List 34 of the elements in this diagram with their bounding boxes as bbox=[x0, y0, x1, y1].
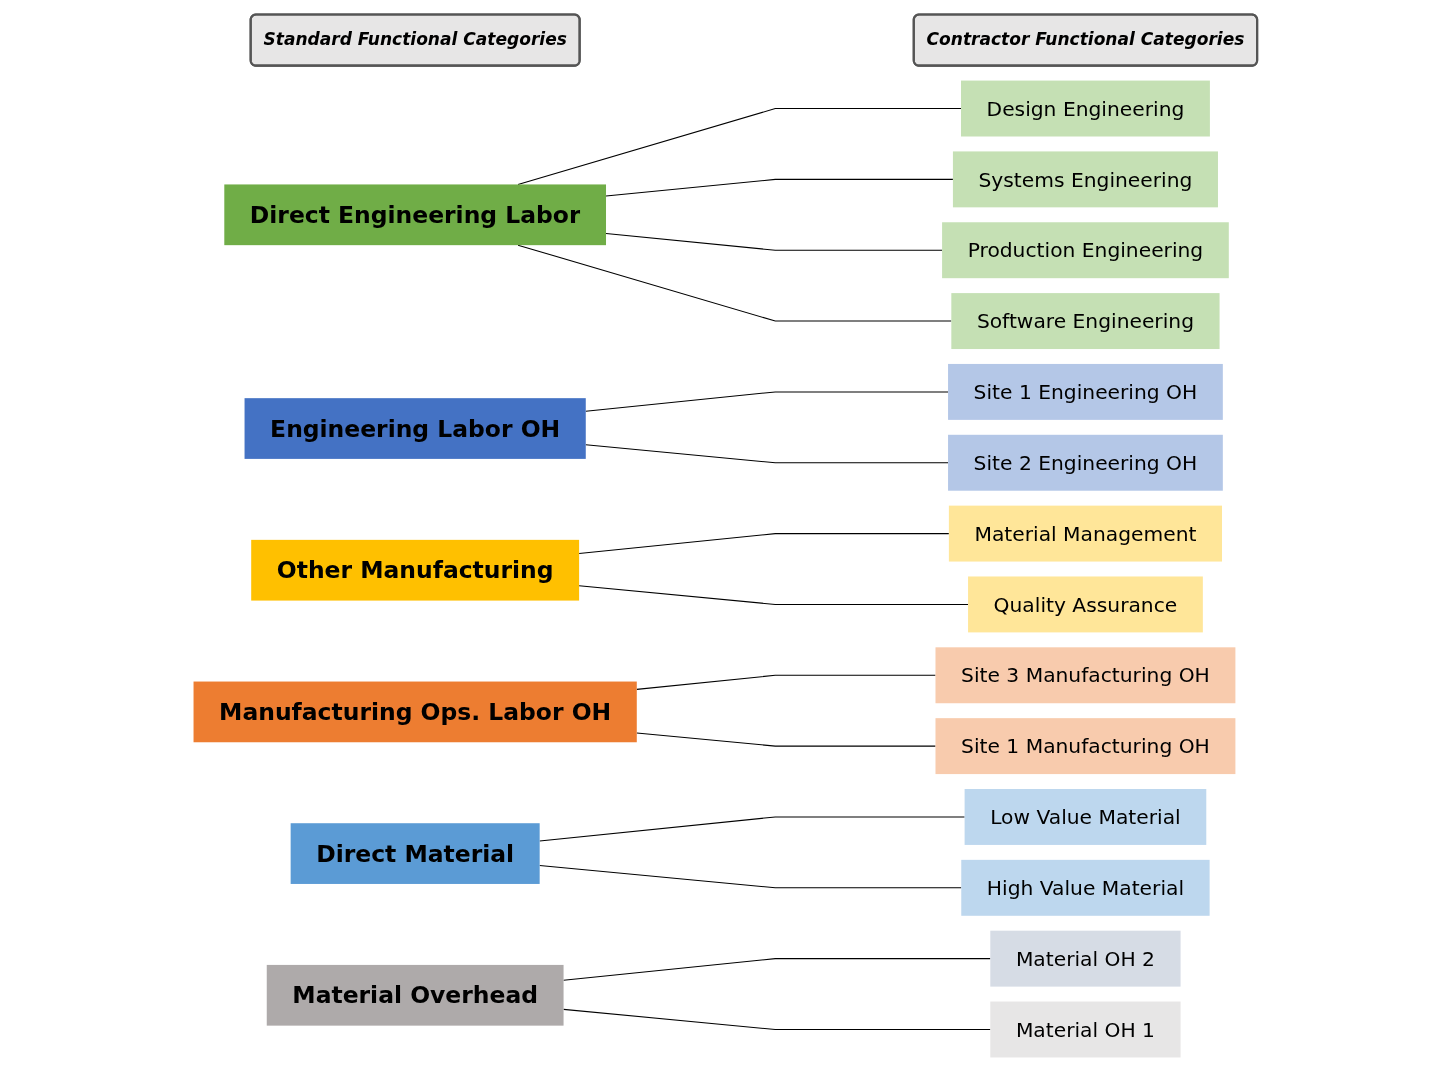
connector bbox=[635, 732, 936, 747]
connector bbox=[635, 674, 936, 690]
connector bbox=[538, 816, 965, 842]
node-box: Material OH 2 bbox=[990, 930, 1181, 987]
node-box: Material Management bbox=[948, 505, 1222, 562]
connector bbox=[517, 108, 962, 185]
node-box: High Value Material bbox=[960, 859, 1210, 916]
node-box: Engineering Labor OH bbox=[244, 398, 586, 459]
node-box: Production Engineering bbox=[941, 222, 1229, 279]
node-box: Low Value Material bbox=[964, 789, 1206, 845]
node-box: Systems Engineering bbox=[952, 151, 1218, 208]
connector bbox=[584, 391, 949, 412]
node-box: Site 1 Engineering OH bbox=[947, 363, 1223, 420]
node-box: Other Manufacturing bbox=[250, 539, 579, 601]
node-box: Material Overhead bbox=[266, 964, 564, 1026]
node-box: Manufacturing Ops. Labor OH bbox=[193, 681, 637, 743]
node-box: Direct Engineering Labor bbox=[223, 184, 606, 246]
connector bbox=[578, 533, 950, 555]
connector bbox=[562, 1008, 991, 1031]
connector bbox=[584, 444, 949, 464]
node-box: Site 3 Manufacturing OH bbox=[935, 647, 1236, 704]
connector bbox=[605, 233, 943, 251]
connector bbox=[605, 178, 954, 197]
node-box: Direct Material bbox=[290, 823, 540, 884]
connector bbox=[538, 864, 962, 889]
node-box: Quality Assurance bbox=[967, 576, 1203, 633]
node-box: Material OH 1 bbox=[990, 1001, 1181, 1058]
node-box: Design Engineering bbox=[960, 80, 1210, 137]
node-box: Software Engineering bbox=[951, 293, 1220, 350]
connector bbox=[578, 585, 969, 605]
node-box: Site 2 Engineering OH bbox=[947, 434, 1223, 491]
connector bbox=[562, 958, 991, 981]
connector bbox=[517, 244, 952, 322]
node-box: Site 1 Manufacturing OH bbox=[935, 718, 1236, 775]
